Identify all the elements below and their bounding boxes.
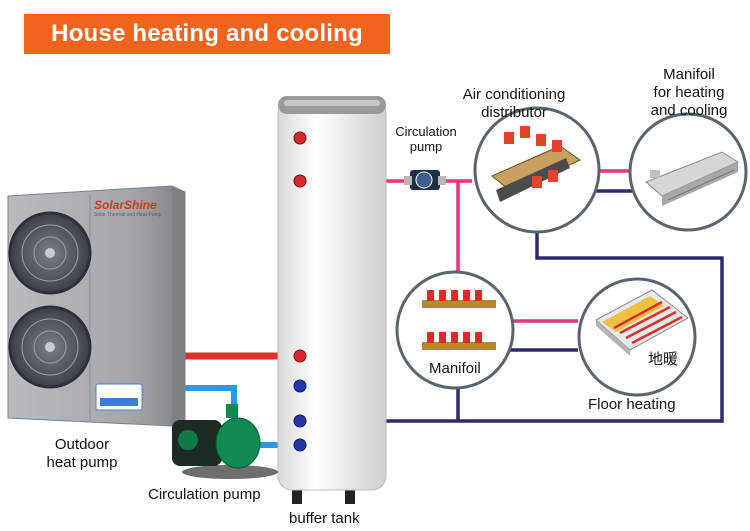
tank-port-3 bbox=[293, 349, 307, 363]
label-manifoil-heating-cooling-line1: Manifoil bbox=[663, 66, 715, 83]
label-manifoil-heating-cooling-line3: and cooling bbox=[650, 102, 728, 119]
pump-volute bbox=[215, 417, 261, 469]
tank-port-4 bbox=[293, 379, 307, 393]
pump-outlet bbox=[226, 404, 238, 418]
manifoil-callout bbox=[395, 270, 515, 390]
buffer-tank bbox=[277, 96, 387, 504]
outdoor-heat-pump-unit bbox=[7, 185, 186, 427]
return-line-main bbox=[300, 230, 724, 423]
label-air-conditioning-distributor: Air conditioning distributor bbox=[452, 86, 576, 122]
tank-body bbox=[277, 99, 387, 491]
circulation-pump-bottom-unit bbox=[172, 404, 278, 479]
label-floor-heating-chinese: 地暖 bbox=[648, 351, 679, 368]
tank-port-1 bbox=[293, 131, 307, 145]
manifoil-valve-top-3 bbox=[451, 290, 458, 301]
manifoil-valve-top-4 bbox=[463, 290, 470, 301]
heat-pump-side bbox=[172, 186, 185, 426]
fan-coil-grille bbox=[667, 169, 735, 201]
floor-slab-edge bbox=[596, 320, 630, 356]
label-floor-heating: Floor heating bbox=[588, 396, 676, 413]
manifoil-valve-bottom-4 bbox=[463, 332, 470, 343]
distributor-valve-3 bbox=[536, 134, 546, 146]
label-circulation-pump-top-line2: pump bbox=[409, 139, 443, 154]
distributor-valve-4 bbox=[552, 140, 562, 152]
distributor-valve-5 bbox=[532, 176, 542, 188]
distributor-valve-1 bbox=[504, 132, 514, 144]
label-air-conditioning-distributor-line2: distributor bbox=[481, 104, 547, 121]
manifoil-valve-bottom-2 bbox=[439, 332, 446, 343]
label-outdoor-heat-pump-line2: heat pump bbox=[46, 454, 118, 471]
pump-terminal-box bbox=[178, 430, 198, 450]
tank-port-5 bbox=[293, 414, 307, 428]
top-pump-flange-right bbox=[438, 176, 446, 185]
distributor-valve-2 bbox=[520, 126, 530, 138]
top-pump-flange-left bbox=[404, 176, 412, 185]
floor-insulation bbox=[602, 296, 664, 332]
manifoil-bar-bottom bbox=[422, 342, 496, 350]
label-air-conditioning-distributor-line1: Air conditioning bbox=[462, 86, 566, 103]
pump-base bbox=[182, 465, 278, 479]
tank-leg-right bbox=[345, 484, 355, 504]
label-circulation-pump-bottom: Circulation pump bbox=[148, 486, 261, 503]
manifoil-valve-bottom-5 bbox=[475, 332, 482, 343]
label-outdoor-heat-pump-line1: Outdoor bbox=[54, 436, 110, 453]
floor-heating-callout bbox=[577, 277, 697, 397]
manifoil-bar-top bbox=[422, 300, 496, 308]
label-circulation-pump-top-line1: Circulation bbox=[395, 124, 457, 139]
tank-port-6 bbox=[293, 438, 307, 452]
tank-top-rim bbox=[284, 100, 380, 106]
top-pump-rotor bbox=[415, 171, 433, 189]
manifoil-valve-top-1 bbox=[427, 290, 434, 301]
fan-guard-lower bbox=[21, 318, 79, 376]
manifoil-valve-top-5 bbox=[475, 290, 482, 301]
fan-hub-upper bbox=[45, 248, 55, 258]
label-manifoil: Manifoil bbox=[429, 360, 481, 377]
brand-subtitle: Solar Thermal and Heat Pump bbox=[94, 212, 162, 218]
distributor-valve-6 bbox=[548, 170, 558, 182]
label-manifoil-heating-cooling: Manifoil for heating and cooling bbox=[636, 66, 742, 120]
fan-coil-port bbox=[650, 170, 660, 178]
label-circulation-pump-top: Circulation pump bbox=[386, 124, 466, 154]
manifoil-valve-bottom-1 bbox=[427, 332, 434, 343]
tank-port-2 bbox=[293, 174, 307, 188]
page-title: House heating and cooling bbox=[24, 14, 390, 54]
label-manifoil-heating-cooling-line2: for heating bbox=[653, 84, 725, 101]
fan-guard-lower-inner bbox=[33, 330, 67, 364]
fan-hub-lower bbox=[45, 342, 55, 352]
manifoil-valve-bottom-3 bbox=[451, 332, 458, 343]
air-conditioning-distributor-callout bbox=[473, 106, 601, 234]
heat-pump-sticker bbox=[95, 383, 143, 411]
manifoil-valve-top-2 bbox=[439, 290, 446, 301]
fan-coil-callout bbox=[628, 112, 748, 232]
circulation-pump-top-unit bbox=[404, 170, 446, 190]
fan-guard-upper-inner bbox=[33, 236, 67, 270]
tank-leg-left bbox=[292, 484, 302, 504]
label-buffer-tank: buffer tank bbox=[289, 510, 360, 527]
brand-logo-text: SolarShine bbox=[94, 198, 157, 212]
fan-guard-upper bbox=[21, 224, 79, 282]
label-outdoor-heat-pump: Outdoor heat pump bbox=[30, 436, 134, 472]
floor-heating-loops bbox=[613, 300, 683, 345]
floor-slab bbox=[595, 289, 689, 351]
fan-coil-front bbox=[662, 162, 738, 206]
heat-pump-sticker-band bbox=[100, 398, 138, 406]
